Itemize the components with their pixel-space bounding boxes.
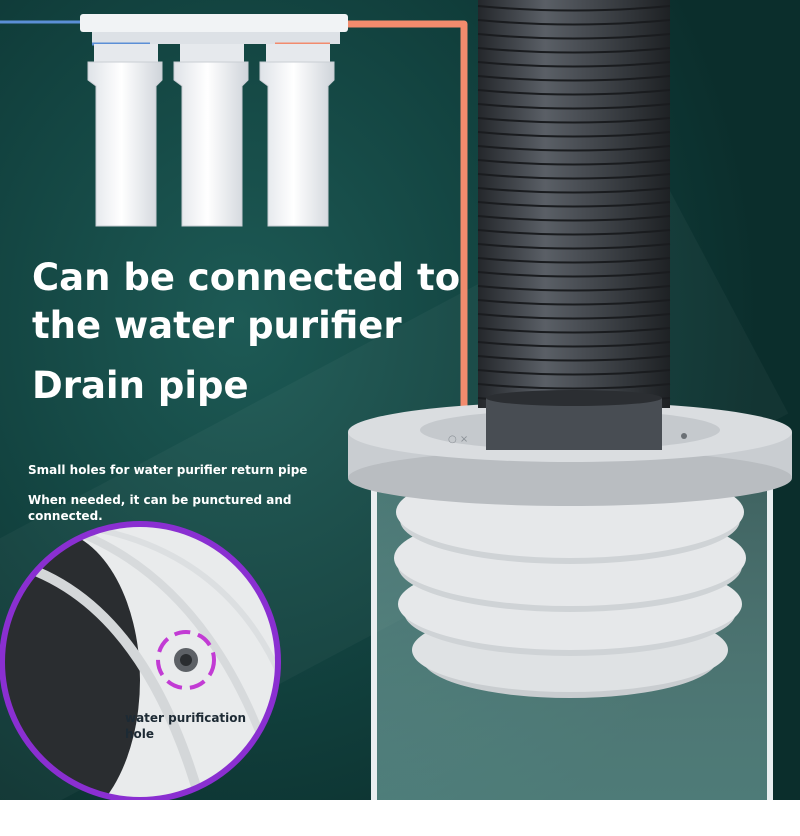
callout-label: water purification hole [125,711,247,741]
filter-cartridge-icon [259,44,335,227]
return-pipe [348,20,468,424]
subheadline: Drain pipe [32,364,249,407]
note-puncture-instruction: When needed, it can be punctured and con… [28,493,292,523]
filter-rack [80,14,348,46]
corrugated-hose-icon [477,0,671,450]
headline: Can be connected to the water purifier [32,256,461,347]
product-scene: ○ × [0,0,792,800]
floor-drain-seal-icon: ○ × [348,402,792,698]
note-return-pipe-holes: Small holes for water purifier return pi… [28,463,308,477]
svg-text:○ ×: ○ × [448,434,468,445]
filter-cartridge-icon [173,44,249,227]
hole-marker [156,630,216,690]
filter-cartridge-icon [87,44,163,227]
magnifier-detail [0,521,281,800]
